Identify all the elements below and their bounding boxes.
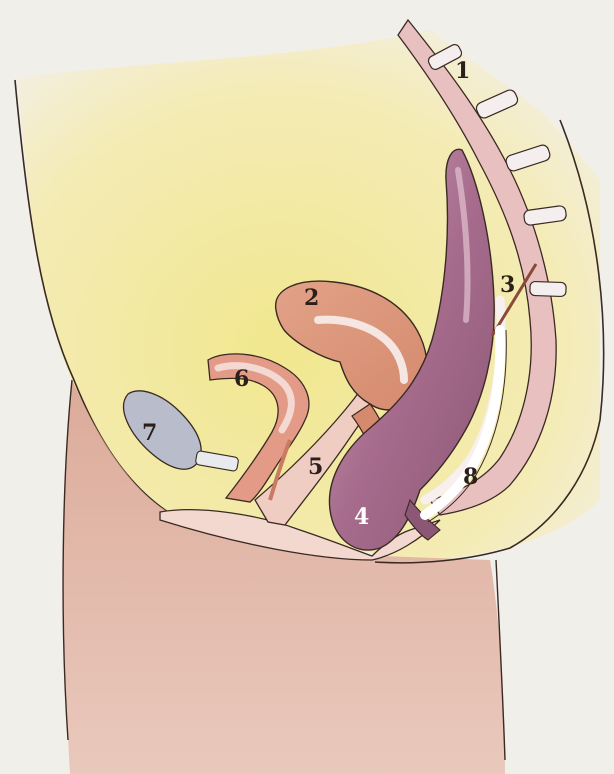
label-6: 6 (234, 366, 249, 392)
vertebra (530, 281, 566, 296)
label-2: 2 (304, 285, 319, 311)
label-7: 7 (142, 420, 157, 446)
label-1: 1 (455, 58, 470, 84)
label-8: 8 (463, 464, 478, 490)
label-5: 5 (308, 454, 323, 480)
label-3: 3 (500, 272, 515, 298)
label-4: 4 (354, 504, 369, 530)
